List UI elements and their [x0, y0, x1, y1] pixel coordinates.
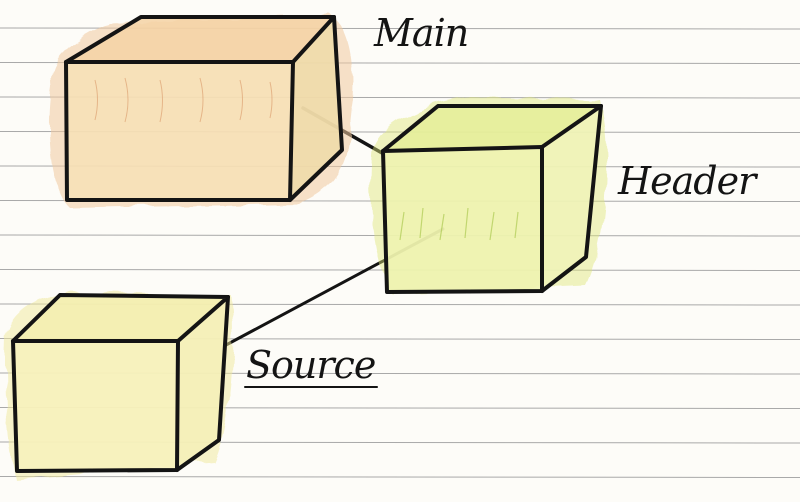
cube-source-side — [177, 297, 228, 470]
cube-source-front — [13, 341, 178, 471]
cube-main-side — [290, 17, 342, 200]
label-source: Source — [246, 343, 376, 387]
label-header: Header — [618, 159, 756, 203]
cube-header — [370, 96, 607, 294]
cube-main-front — [66, 62, 293, 200]
cube-header-top — [383, 106, 601, 151]
ruled-line — [0, 476, 800, 478]
label-main: Main — [374, 11, 469, 55]
cube-main — [49, 14, 353, 208]
label-source-underline — [244, 386, 378, 388]
cube-main-top — [66, 17, 334, 62]
cube-source — [5, 292, 234, 480]
cube-source-top — [13, 295, 228, 341]
cube-header-front — [383, 147, 542, 292]
